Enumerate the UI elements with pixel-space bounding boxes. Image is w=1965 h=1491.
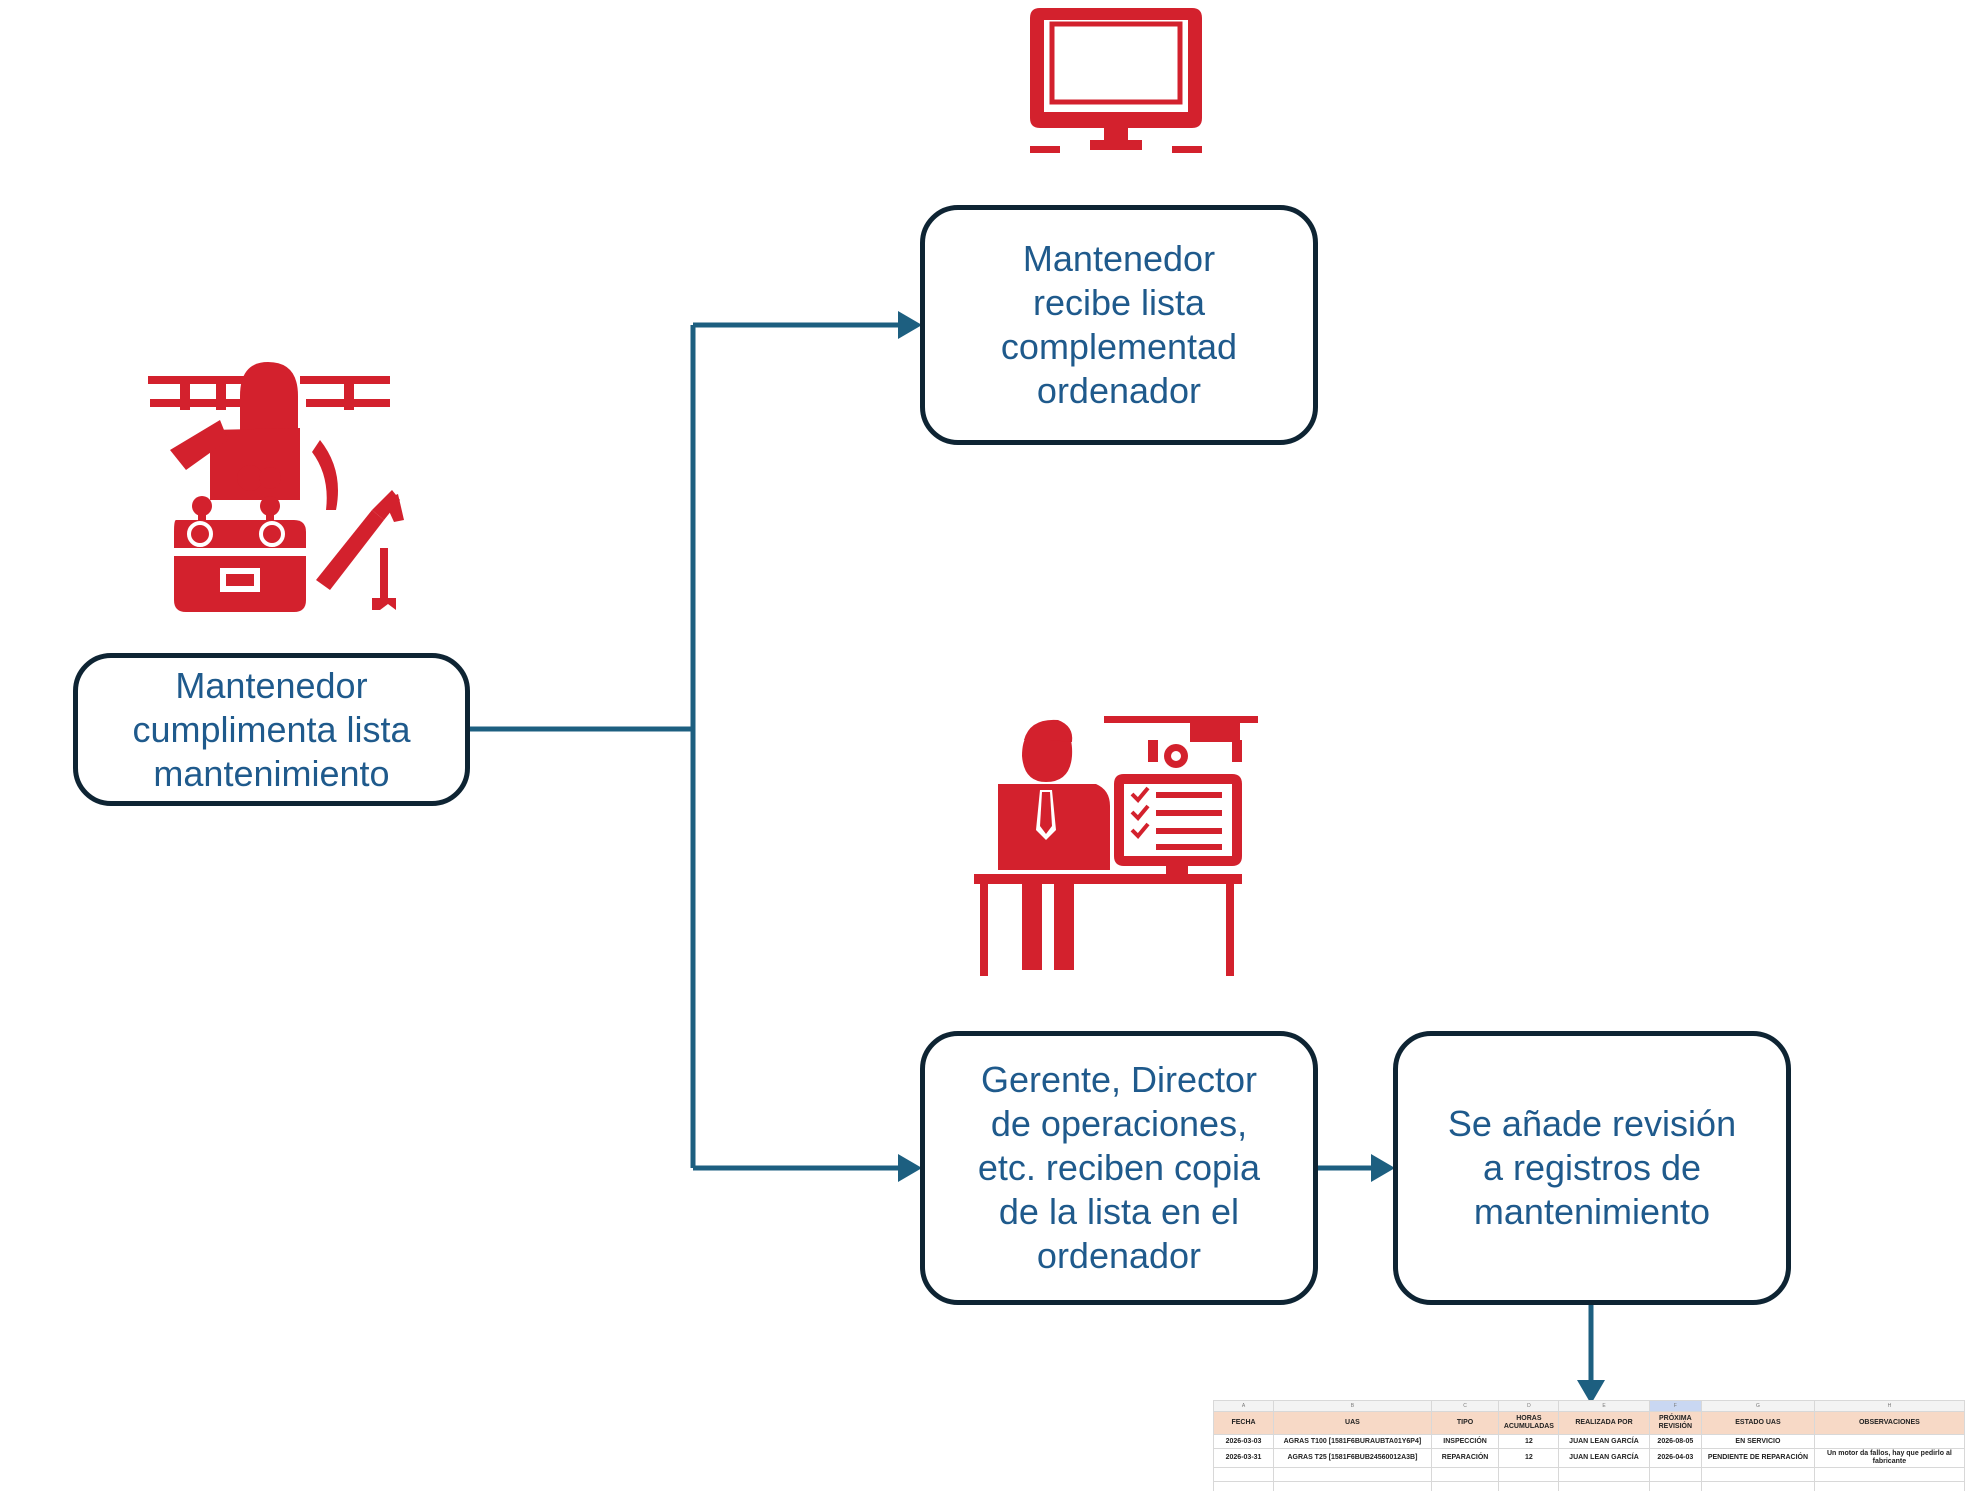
column-letter: F <box>1648 1400 1703 1412</box>
spreadsheet-table: A B C D E F G H FECHA UAS TIPO HORAS ACU… <box>1213 1400 1965 1491</box>
column-letter: D <box>1498 1400 1560 1412</box>
table-cell: AGRAS T100 [1581F6BURAUBTA01Y6P4] <box>1273 1434 1432 1449</box>
manager-desk-drone-checklist-icon <box>974 716 1258 976</box>
column-header: FECHA <box>1213 1411 1275 1435</box>
table-cell: AGRAS T25 [1581F6BUB24560012A3B] <box>1273 1448 1432 1468</box>
table-cell: JUAN LEAN GARCÍA <box>1558 1448 1650 1468</box>
drone-technician-toolbox-icon <box>148 362 404 612</box>
empty-row <box>1213 1481 1965 1491</box>
node-label: Mantenedor recibe lista complementad ord… <box>1000 238 1238 411</box>
column-letter: E <box>1558 1400 1650 1412</box>
arrowhead-maintainer-receives <box>898 311 922 339</box>
maintenance-records-spreadsheet: A B C D E F G H FECHA UAS TIPO HORAS ACU… <box>1213 1400 1965 1491</box>
column-letter: A <box>1213 1400 1275 1412</box>
node-label: Se añade revisión a registros de manteni… <box>1447 1103 1737 1232</box>
column-letter: B <box>1273 1400 1432 1412</box>
table-cell: 2026-08-05 <box>1648 1434 1703 1449</box>
arrowhead-spreadsheet <box>1577 1380 1605 1404</box>
column-header: ESTADO UAS <box>1701 1411 1815 1435</box>
computer-monitor-icon <box>1030 8 1202 153</box>
column-letters-row: A B C D E F G H <box>1213 1400 1965 1412</box>
column-header: PRÓXIMA REVISIÓN <box>1648 1411 1703 1435</box>
table-cell: EN SERVICIO <box>1701 1434 1815 1449</box>
table-cell: 2026-03-31 <box>1213 1448 1275 1468</box>
table-cell: REPARACIÓN <box>1430 1448 1500 1468</box>
table-row: 2026-03-03 AGRAS T100 [1581F6BURAUBTA01Y… <box>1213 1434 1965 1449</box>
table-cell: 2026-03-03 <box>1213 1434 1275 1449</box>
node-label: Gerente, Director de operaciones, etc. r… <box>977 1059 1261 1276</box>
node-managers-receive-copy: Gerente, Director de operaciones, etc. r… <box>920 1031 1318 1305</box>
table-cell: 12 <box>1498 1434 1560 1449</box>
table-cell: Un motor da fallos, hay que pedirlo al f… <box>1813 1448 1965 1468</box>
node-maintainer-fills-list: Mantenedor cumplimenta lista mantenimien… <box>73 653 470 806</box>
table-row: 2026-03-31 AGRAS T25 [1581F6BUB24560012A… <box>1213 1448 1965 1468</box>
column-letter: C <box>1430 1400 1500 1412</box>
header-row: FECHA UAS TIPO HORAS ACUMULADAS REALIZAD… <box>1213 1411 1965 1435</box>
empty-row <box>1213 1467 1965 1482</box>
table-cell: PENDIENTE DE REPARACIÓN <box>1701 1448 1815 1468</box>
column-header: UAS <box>1273 1411 1432 1435</box>
arrowheads <box>898 311 1605 1404</box>
arrowhead-review-added <box>1371 1154 1395 1182</box>
arrowhead-managers-receive <box>898 1154 922 1182</box>
table-cell: 2026-04-03 <box>1648 1448 1703 1468</box>
table-cell: 12 <box>1498 1448 1560 1468</box>
node-label: Mantenedor cumplimenta lista mantenimien… <box>132 664 411 794</box>
table-cell <box>1813 1434 1965 1449</box>
node-review-added-to-records: Se añade revisión a registros de manteni… <box>1393 1031 1791 1305</box>
node-maintainer-receives-list: Mantenedor recibe lista complementad ord… <box>920 205 1318 445</box>
column-header: OBSERVACIONES <box>1813 1411 1965 1435</box>
column-header: TIPO <box>1430 1411 1500 1435</box>
column-header: HORAS ACUMULADAS <box>1498 1411 1560 1435</box>
column-header: REALIZADA POR <box>1558 1411 1650 1435</box>
column-letter: G <box>1701 1400 1815 1412</box>
connectors <box>470 322 1594 1384</box>
table-cell: JUAN LEAN GARCÍA <box>1558 1434 1650 1449</box>
column-letter: H <box>1813 1400 1965 1412</box>
table-cell: INSPECCIÓN <box>1430 1434 1500 1449</box>
checklist-lines <box>1130 786 1222 850</box>
